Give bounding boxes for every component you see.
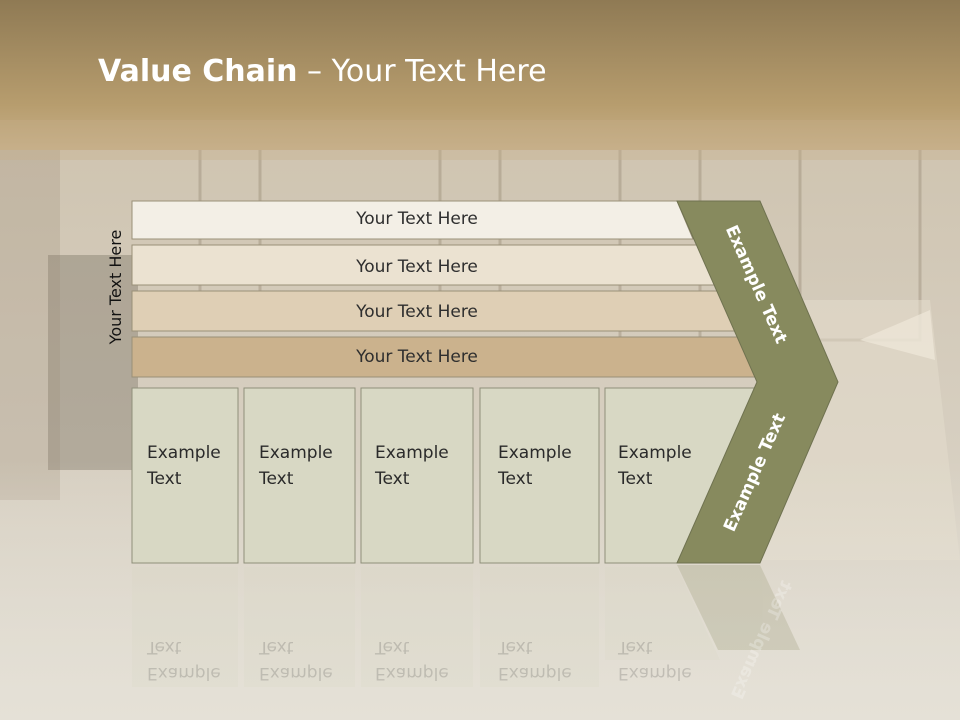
box-3-line1: Example [375, 443, 449, 463]
slide-title: Value Chain – Your Text Here [98, 54, 547, 89]
box-1-shape [131, 387, 239, 564]
box-3-line2: Text [375, 469, 410, 489]
box-1-label: Example Text [147, 440, 221, 492]
box-4-reflection-line1: Example [498, 663, 572, 683]
bar-2-label: Your Text Here [356, 257, 478, 277]
box-3-reflection-line1: Example [375, 663, 449, 683]
box-3-label: Example Text [375, 440, 449, 492]
box-3-reflection: Example Text [375, 634, 449, 686]
box-4-line1: Example [498, 443, 572, 463]
box-4-label: Example Text [498, 440, 572, 492]
box-1-line2: Text [147, 469, 182, 489]
bar-3-label: Your Text Here [356, 302, 478, 322]
box-3-reflection-line2: Text [375, 637, 410, 657]
slide-title-rest: – Your Text Here [297, 54, 547, 89]
box-5-reflection-line1: Example [618, 663, 692, 683]
box-2-shape [243, 387, 356, 564]
bar-4-label: Your Text Here [356, 347, 478, 367]
box-5-line1: Example [618, 443, 692, 463]
box-4-shape [479, 387, 600, 564]
box-1-reflection: Example Text [147, 634, 221, 686]
bar-1-label: Your Text Here [356, 209, 478, 229]
box-4-reflection: Example Text [498, 634, 572, 686]
box-1-line1: Example [147, 443, 221, 463]
box-5-reflection-line2: Text [618, 637, 653, 657]
box-4-reflection-line2: Text [498, 637, 533, 657]
box-1-reflection-line2: Text [147, 637, 182, 657]
bar-1-shape [131, 200, 694, 240]
box-2-line2: Text [259, 469, 294, 489]
box-3-shape [360, 387, 474, 564]
box-5-reflection: Example Text [618, 634, 692, 686]
box-1-reflection-line1: Example [147, 663, 221, 683]
box-4-line2: Text [498, 469, 533, 489]
box-5-label: Example Text [618, 440, 692, 492]
chevron-shape [676, 200, 839, 564]
box-2-reflection-line1: Example [259, 663, 333, 683]
box-2-reflection-line2: Text [259, 637, 294, 657]
box-2-reflection: Example Text [259, 634, 333, 686]
slide-title-bold: Value Chain [98, 54, 298, 89]
box-5-line2: Text [618, 469, 653, 489]
box-2-line1: Example [259, 443, 333, 463]
box-2-label: Example Text [259, 440, 333, 492]
